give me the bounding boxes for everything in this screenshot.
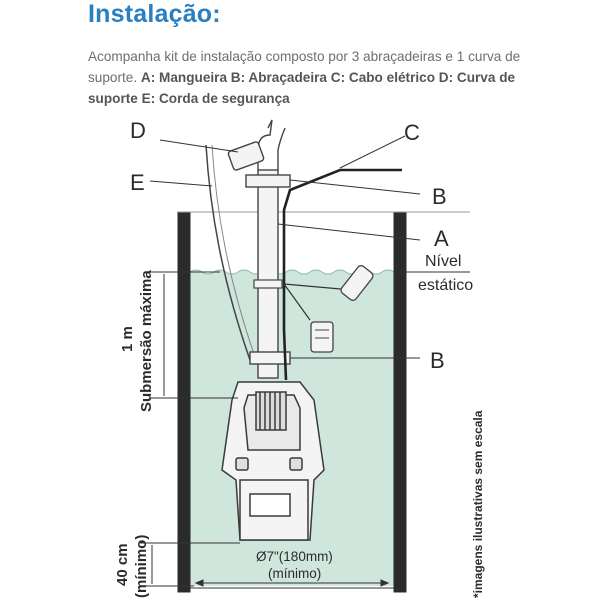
label-c: C <box>404 120 420 145</box>
page-title: Instalação: <box>88 0 221 28</box>
label-scale-note: *imagens ilustrativas sem escala <box>471 410 485 598</box>
hose-top <box>267 119 273 129</box>
description-intro: Acompanha kit de instalação composto por… <box>88 49 521 85</box>
well-walls <box>177 211 407 593</box>
description-parts: A: Mangueira B: Abraçadeira C: Cabo elét… <box>88 70 516 106</box>
dimension-1m <box>150 271 238 399</box>
label-minimo-side: (mínimo) <box>133 535 150 598</box>
support-curve-head <box>227 141 265 171</box>
safety-rope <box>205 144 251 361</box>
label-e: E <box>130 170 145 195</box>
support-curve-2 <box>277 127 286 170</box>
label-estatico: estático <box>418 277 473 294</box>
label-b-mid: B <box>430 348 445 373</box>
clamp-water <box>253 279 283 289</box>
label-submersao: Submersão máxima <box>138 270 155 412</box>
support-curve <box>257 119 273 170</box>
label-40cm: 40 cm <box>114 543 131 586</box>
description: Acompanha kit de instalação composto por… <box>88 46 558 109</box>
safety-rope-inner <box>211 144 257 361</box>
label-diameter: Ø7"(180mm) <box>256 549 333 564</box>
label-1m: 1 m <box>119 326 136 352</box>
pump-plate <box>249 493 291 517</box>
float-switch-b <box>310 321 334 353</box>
pump <box>221 381 325 541</box>
electric-cable <box>282 168 402 381</box>
label-nivel: Nível <box>425 253 461 270</box>
well-wall-left <box>177 211 191 593</box>
well-wall-right <box>393 211 407 593</box>
pump-filter <box>255 391 287 431</box>
label-diameter-min: (mínimo) <box>268 566 321 581</box>
dimension-40cm <box>140 542 240 587</box>
hose <box>257 169 279 379</box>
leader-lines <box>149 135 470 359</box>
label-a: A <box>434 226 449 251</box>
label-b-top: B <box>432 184 447 209</box>
float-switch-a <box>340 265 374 301</box>
dimension-diameter <box>194 579 390 587</box>
label-d: D <box>130 118 146 143</box>
clamp-top <box>245 174 291 188</box>
